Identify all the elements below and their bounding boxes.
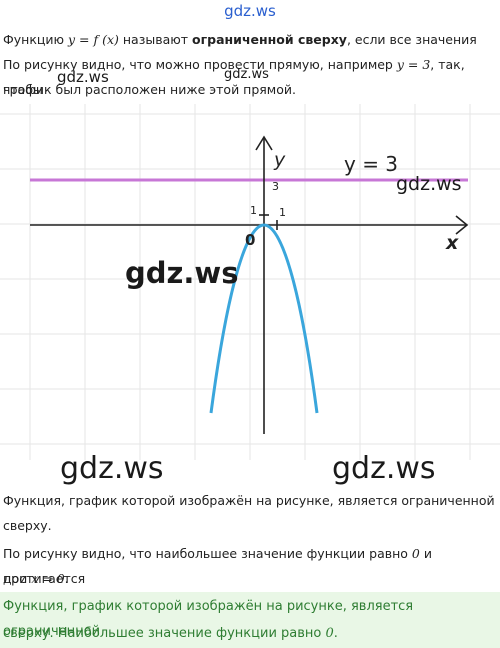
parabola-curve — [209, 223, 319, 414]
answer-math-zero: 0 — [325, 626, 334, 641]
paragraph-line-example: По рисунку видно, что можно провести пря… — [3, 57, 465, 97]
y-axis-label: y — [273, 149, 286, 171]
answer-box: Функция, график которой изображён на рис… — [0, 592, 500, 648]
line-label: y = 3 — [344, 152, 398, 176]
paragraph-conclusion-2: сверху. — [3, 518, 52, 533]
tick-label-x1: 1 — [279, 206, 286, 219]
answer-line-1: Функция, график которой изображён на рис… — [3, 599, 414, 639]
watermark-bottom-right: gdz.ws — [332, 451, 436, 486]
paragraph-conclusion-1: Функция, график которой изображён на рис… — [3, 493, 495, 508]
watermark-graph-center: gdz.ws — [125, 256, 239, 290]
x-axis — [30, 215, 469, 235]
term-bounded-above: ограниченной сверху — [192, 32, 347, 47]
paragraph-definition: Функцию y = f (x) называют ограниченной … — [3, 32, 477, 47]
paragraph-max-value: По рисунку видно, что наибольшее значени… — [3, 546, 432, 586]
paragraph-max-at: при x = 0. — [3, 571, 69, 586]
watermark-graph: gdz.ws — [396, 173, 462, 195]
watermark-top: gdz.ws — [224, 2, 276, 20]
paragraph-below-line: график был расположен ниже этой прямой. — [3, 82, 296, 97]
y-axis — [255, 135, 273, 434]
x-axis-label: x — [445, 232, 459, 254]
answer-line-2: сверху. Наибольшее значение функции равн… — [3, 626, 338, 641]
math-y-equals-3: y = 3 — [396, 57, 431, 72]
origin-label: 0 — [245, 231, 255, 249]
tick-label-y3: 3 — [272, 180, 279, 193]
math-y-equals-f-x: y = f (x) — [68, 32, 119, 47]
function-graph: y x y = 3 3 1 1 0 — [0, 104, 500, 460]
watermark-bottom-left: gdz.ws — [60, 451, 164, 486]
math-x-equals-0: x = 0 — [31, 571, 65, 586]
tick-label-y1: 1 — [250, 204, 257, 217]
watermark-text-2: gdz.ws — [224, 67, 269, 82]
watermark-text-1: gdz.ws — [57, 68, 109, 86]
math-zero: 0 — [411, 546, 420, 561]
grid — [0, 104, 500, 460]
